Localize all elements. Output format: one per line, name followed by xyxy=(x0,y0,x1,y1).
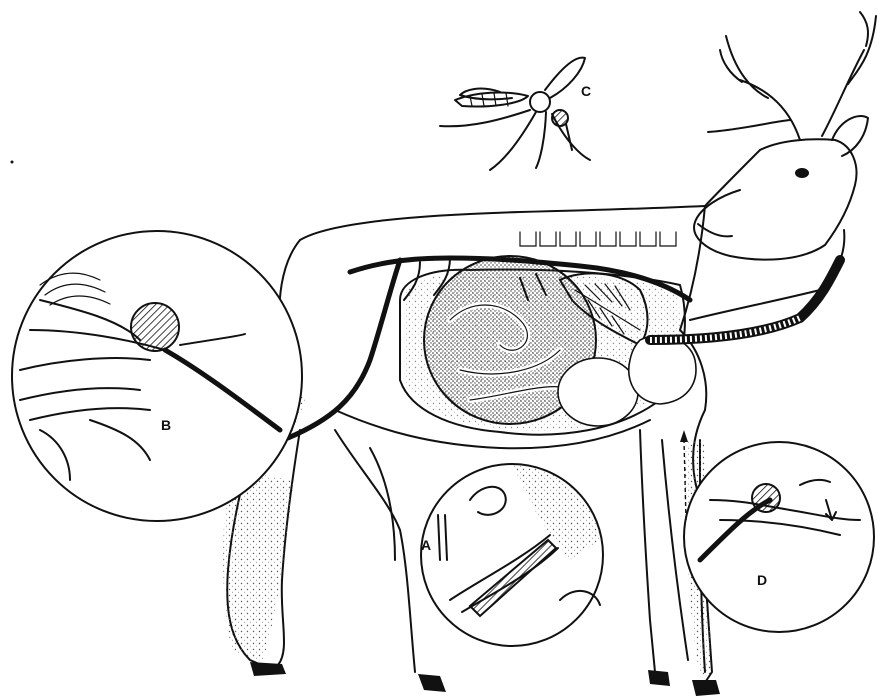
inset-a-label: A xyxy=(421,537,431,553)
reindeer-eye-icon xyxy=(795,168,809,178)
inset-d-label: D xyxy=(757,572,767,588)
reindeer-front-leg-left xyxy=(640,430,655,672)
vessel-to-leg xyxy=(288,260,400,438)
inset-d-circle xyxy=(684,442,874,632)
inset-b-label: B xyxy=(161,417,171,433)
mosquito xyxy=(440,58,590,170)
hoof-icon xyxy=(250,662,286,676)
intestine-loop xyxy=(558,358,638,426)
reindeer-hind-leg-right xyxy=(335,430,415,672)
inset-b xyxy=(12,231,302,521)
heart xyxy=(629,336,696,404)
mosquito-label: C xyxy=(581,83,591,99)
reindeer-head xyxy=(694,139,856,259)
inset-b-circle xyxy=(12,231,302,521)
inset-d xyxy=(684,442,874,632)
mosquito-thorax xyxy=(530,92,550,112)
hoof-icon xyxy=(648,670,670,686)
reindeer-antler xyxy=(708,12,876,140)
spine-vertebrae xyxy=(520,232,676,246)
hoof-icon xyxy=(418,674,446,692)
inset-a xyxy=(421,464,603,646)
hoof-icon xyxy=(692,680,720,696)
reindeer-hind-leg-right-inner xyxy=(370,448,395,560)
internal-organs xyxy=(288,256,840,438)
mosquito-wing xyxy=(545,58,585,98)
